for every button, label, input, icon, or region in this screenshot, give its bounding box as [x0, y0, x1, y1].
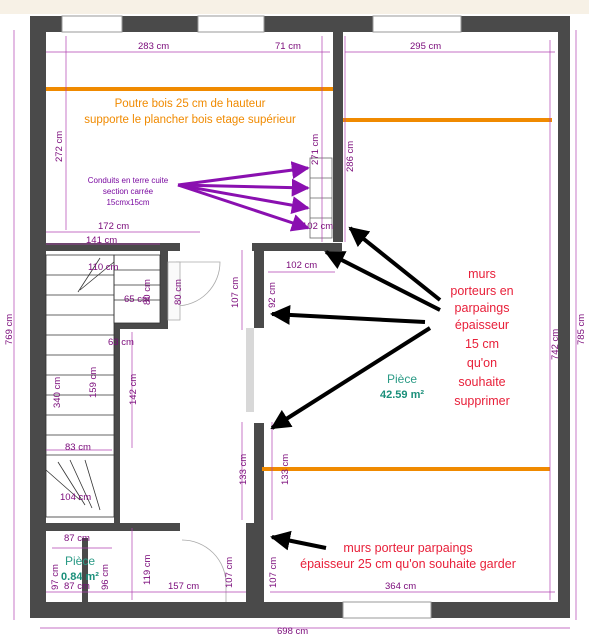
wall-center-upper: [333, 32, 343, 242]
conduits-note-line2: section carrée: [103, 187, 154, 196]
keep-arrow: [270, 530, 327, 551]
beam-note-line2: supporte le plancher bois etage supérieu…: [84, 114, 296, 126]
conduits-note-line1: Conduits en terre cuite: [88, 176, 169, 185]
keep-line-2: épaisseur 25 cm qu'on souhaite garder: [300, 557, 516, 571]
remove-line-6: qu'on: [467, 356, 497, 370]
dim-769: 769 cm: [4, 314, 15, 345]
conduit-arrows: [177, 161, 310, 232]
dim-742: 742 cm: [550, 329, 561, 360]
dim-107-c: 107 cm: [268, 557, 279, 588]
remove-line-5: 15 cm: [465, 337, 499, 351]
dim-295: 295 cm: [410, 41, 441, 52]
keep-line-1: murs porteur parpaings: [343, 541, 472, 555]
dim-107-a: 107 cm: [230, 277, 241, 308]
room-main-name: Pièce: [387, 372, 417, 386]
dim-172: 172 cm: [98, 221, 129, 232]
dim-110: 110 cm: [88, 262, 119, 273]
dim-65: 65 cm: [124, 294, 150, 305]
dim-104: 104 cm: [60, 492, 91, 503]
dim-63: 63 cm: [108, 337, 134, 348]
wall-segment-92: [254, 243, 264, 328]
room-labels: Pièce 42.59 m² Pièce 0.84 m²: [61, 372, 424, 583]
upper-floor-strip: [0, 0, 589, 14]
dim-142: 142 cm: [128, 374, 139, 405]
wall-left: [30, 16, 46, 618]
bottom-window: [342, 601, 432, 619]
remove-line-8: supprimer: [454, 394, 510, 408]
beam-note-line1: Poutre bois 25 cm de hauteur: [115, 98, 266, 110]
beams: [46, 87, 552, 471]
conduits: [309, 157, 333, 239]
dim-283: 283 cm: [138, 41, 169, 52]
dim-141: 141 cm: [86, 235, 117, 246]
dim-340: 340 cm: [52, 377, 63, 408]
wall-stair-right: [160, 251, 168, 323]
dim-133-b: 133 cm: [280, 454, 291, 485]
dim-698: 698 cm: [277, 626, 308, 637]
wall-corridor-top: [252, 243, 342, 251]
dim-107-b: 107 cm: [224, 557, 235, 588]
remove-line-4: épaisseur: [455, 318, 509, 332]
dim-157: 157 cm: [168, 581, 199, 592]
dim-364: 364 cm: [385, 581, 416, 592]
room-small-name: Pièce: [65, 554, 95, 568]
dim-71: 71 cm: [275, 41, 301, 52]
dim-271: 271 cm: [310, 134, 321, 165]
remove-line-7: souhaite: [458, 375, 505, 389]
dim-272: 272 cm: [54, 131, 65, 162]
dim-87-b: 87 cm: [64, 581, 90, 592]
wall-lower-partition: [46, 523, 180, 531]
beam-note: Poutre bois 25 cm de hauteur supporte le…: [84, 98, 296, 126]
dim-286: 286 cm: [345, 141, 356, 172]
remove-arrows: [270, 226, 442, 430]
wall-stair-bottom: [114, 323, 168, 329]
dim-97: 97 cm: [50, 564, 61, 590]
dimension-labels: 283 cm 71 cm 295 cm 172 cm 141 cm 102 cm…: [4, 41, 587, 637]
remove-line-1: murs: [468, 267, 496, 281]
conduits-note-line3: 15cmx15cm: [106, 198, 149, 207]
walls: [30, 16, 570, 618]
dim-83: 83 cm: [65, 442, 91, 453]
wall-segment-107: [246, 523, 264, 618]
partition-light: [246, 328, 254, 412]
dim-785: 785 cm: [576, 314, 587, 345]
dim-102-a: 102 cm: [302, 221, 333, 232]
dim-133-a: 133 cm: [238, 454, 249, 485]
room-main-area: 42.59 m²: [380, 389, 424, 401]
dim-102-b: 102 cm: [286, 260, 317, 271]
wall-right: [558, 16, 570, 618]
dim-96: 96 cm: [100, 564, 111, 590]
top-windows: [61, 15, 462, 33]
remove-line-2: porteurs en: [450, 284, 513, 298]
walls-remove-note: murs porteurs en parpaings épaisseur 15 …: [450, 267, 513, 408]
dimension-lines: [13, 30, 577, 629]
dim-159: 159 cm: [88, 367, 99, 398]
room-small-area: 0.84 m²: [61, 571, 99, 583]
wall-small-room: [82, 538, 88, 602]
wall-stair-top: [46, 243, 180, 251]
wall-segment-133: [254, 423, 264, 523]
remove-line-3: parpaings: [455, 301, 510, 315]
wall-stair-inner: [114, 329, 120, 524]
dim-119: 119 cm: [142, 554, 153, 585]
dim-92: 92 cm: [267, 282, 278, 308]
dim-80-a: 80 cm: [142, 279, 153, 305]
wall-bottom: [30, 602, 570, 618]
dim-87-a: 87 cm: [64, 533, 90, 544]
conduits-note: Conduits en terre cuite section carrée 1…: [88, 176, 169, 207]
staircase: [45, 254, 161, 518]
dim-80-b: 80 cm: [173, 279, 184, 305]
doors: [167, 261, 227, 602]
walls-keep-note: murs porteur parpaings épaisseur 25 cm q…: [300, 541, 516, 571]
